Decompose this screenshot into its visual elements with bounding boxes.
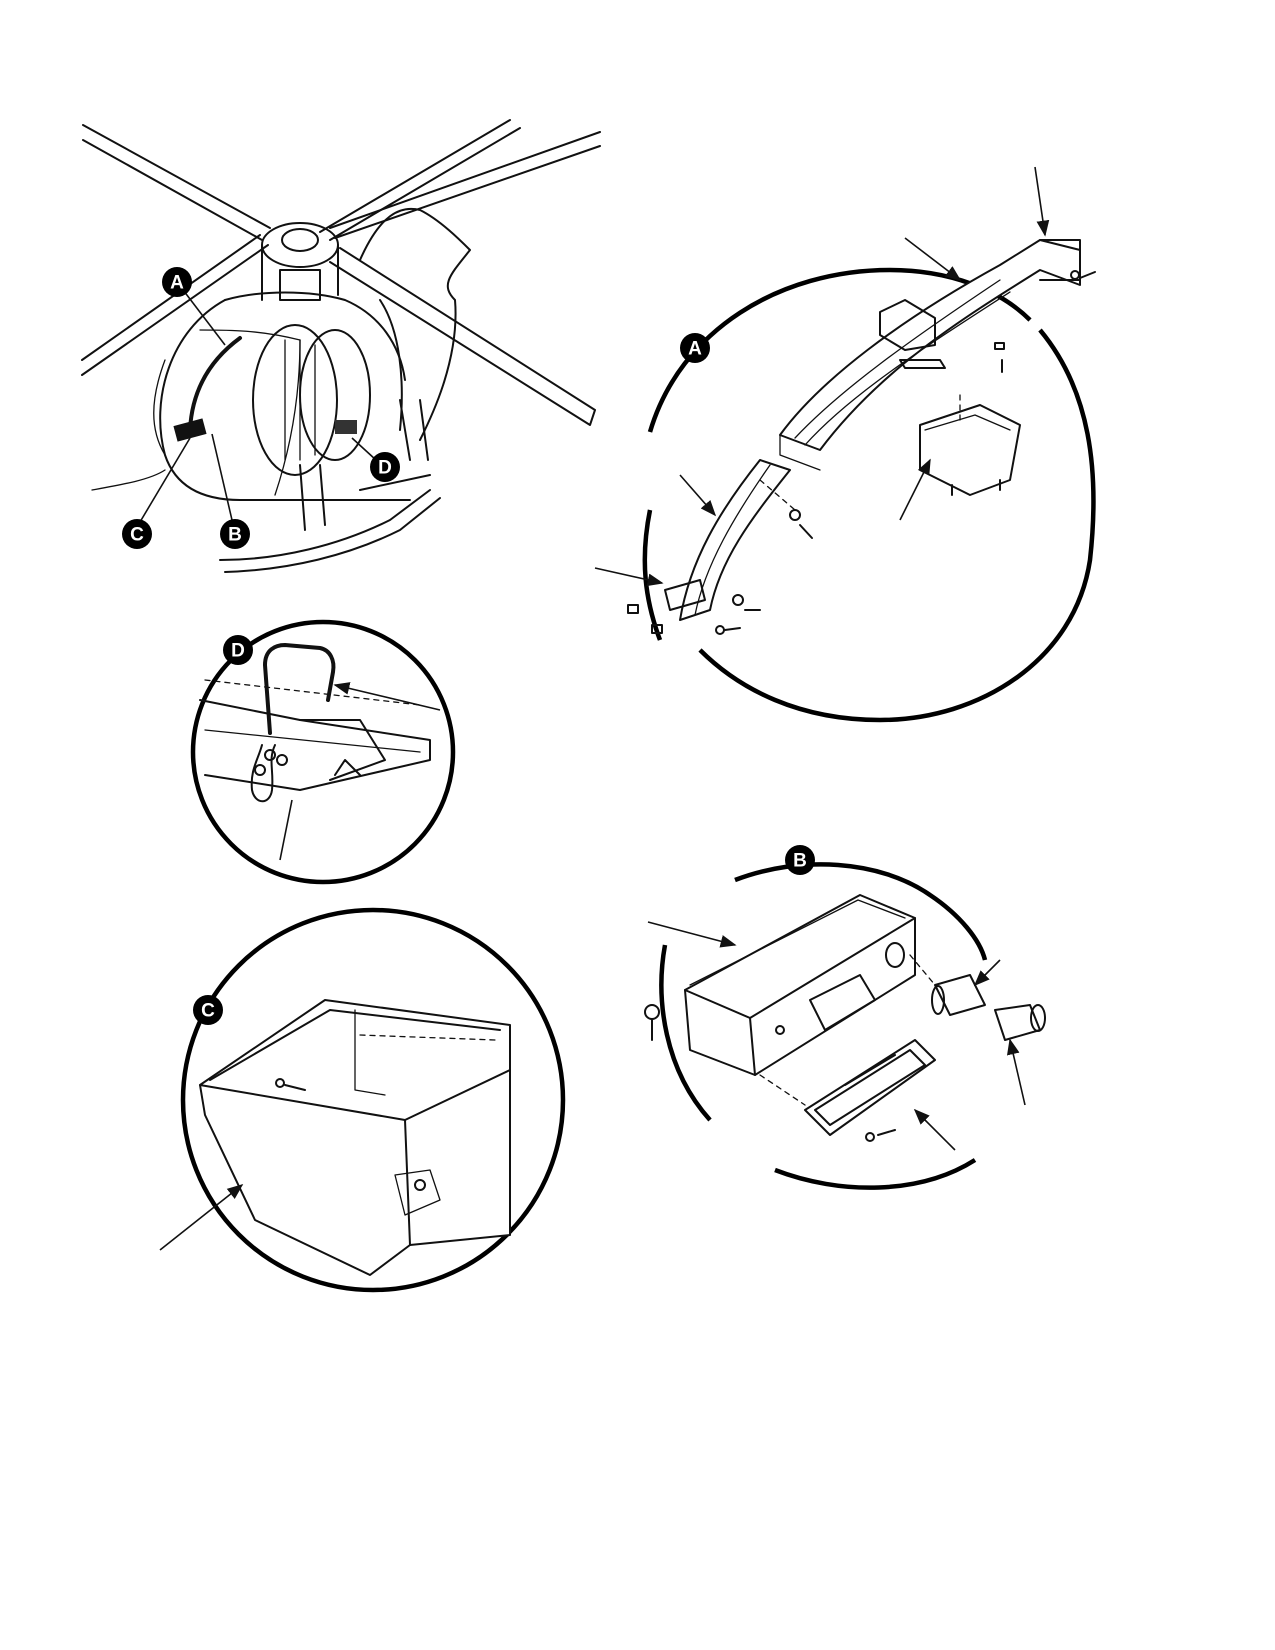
svg-text:A: A [170,273,184,294]
upper-trim-strip [779,239,1081,471]
callout-badge-detail-d: D [223,635,253,665]
trim-strip-highlight [188,336,242,432]
svg-text:C: C [130,525,144,546]
callout-badge-detail-a: A [680,333,710,363]
step-highlight [335,420,357,434]
svg-text:C: C [201,1001,215,1022]
leader-b [211,433,233,521]
leader-a3 [679,474,717,517]
svg-text:D: D [378,458,392,479]
leader-d1 [333,682,441,711]
leader-a2 [904,237,962,281]
callout-badge-detail-c: C [193,995,223,1025]
leader-b1 [647,921,737,948]
svg-text:B: B [793,851,807,872]
svg-text:A: A [688,339,702,360]
skid-step [199,679,431,791]
main-rotor-blades [81,119,601,426]
fuselage [91,291,411,501]
leader-a1 [1034,166,1050,237]
detail-a-hardware [627,270,1096,635]
leader-a5 [899,458,931,521]
callout-badge-d: D [370,452,400,482]
leader-a4 [594,567,664,587]
callout-badge-a: A [162,267,192,297]
detail-b: B [644,845,1046,1190]
helicopter-overview: A B C D [81,119,601,573]
step-handle [263,643,336,735]
detail-d: D [190,619,456,885]
lighter-knob [994,1004,1046,1041]
rotor-hub [261,222,339,301]
svg-text:D: D [231,641,245,662]
landing-skids [219,399,441,573]
storage-box [199,999,511,1276]
callout-badge-b: B [220,519,250,549]
svg-text:B: B [228,525,242,546]
cover-panel [919,404,1021,496]
screw-b1 [644,1004,660,1020]
ashtray-housing [684,894,916,1076]
leader-b4 [913,1108,956,1151]
detail-c: C [159,907,566,1293]
ash-tray-highlight [173,418,207,442]
detail-a: A [594,166,1096,723]
fuselage-tail [359,207,471,441]
leader-d [351,437,377,461]
leader-c [139,437,191,523]
safety-lanyard [250,744,276,803]
lower-trim-strip [664,459,791,621]
leader-c1 [159,1184,244,1251]
ashtray-tray [804,1039,936,1136]
leader-d2 [279,799,293,861]
detail-c-ring [180,907,566,1293]
name-plate [899,359,946,369]
leader-b3 [1007,1038,1026,1106]
detail-d-ring [190,619,456,885]
callout-badge-c: C [122,519,152,549]
callout-badge-detail-b: B [785,845,815,875]
leader-b2 [973,959,1001,987]
lighter-element [931,974,986,1016]
